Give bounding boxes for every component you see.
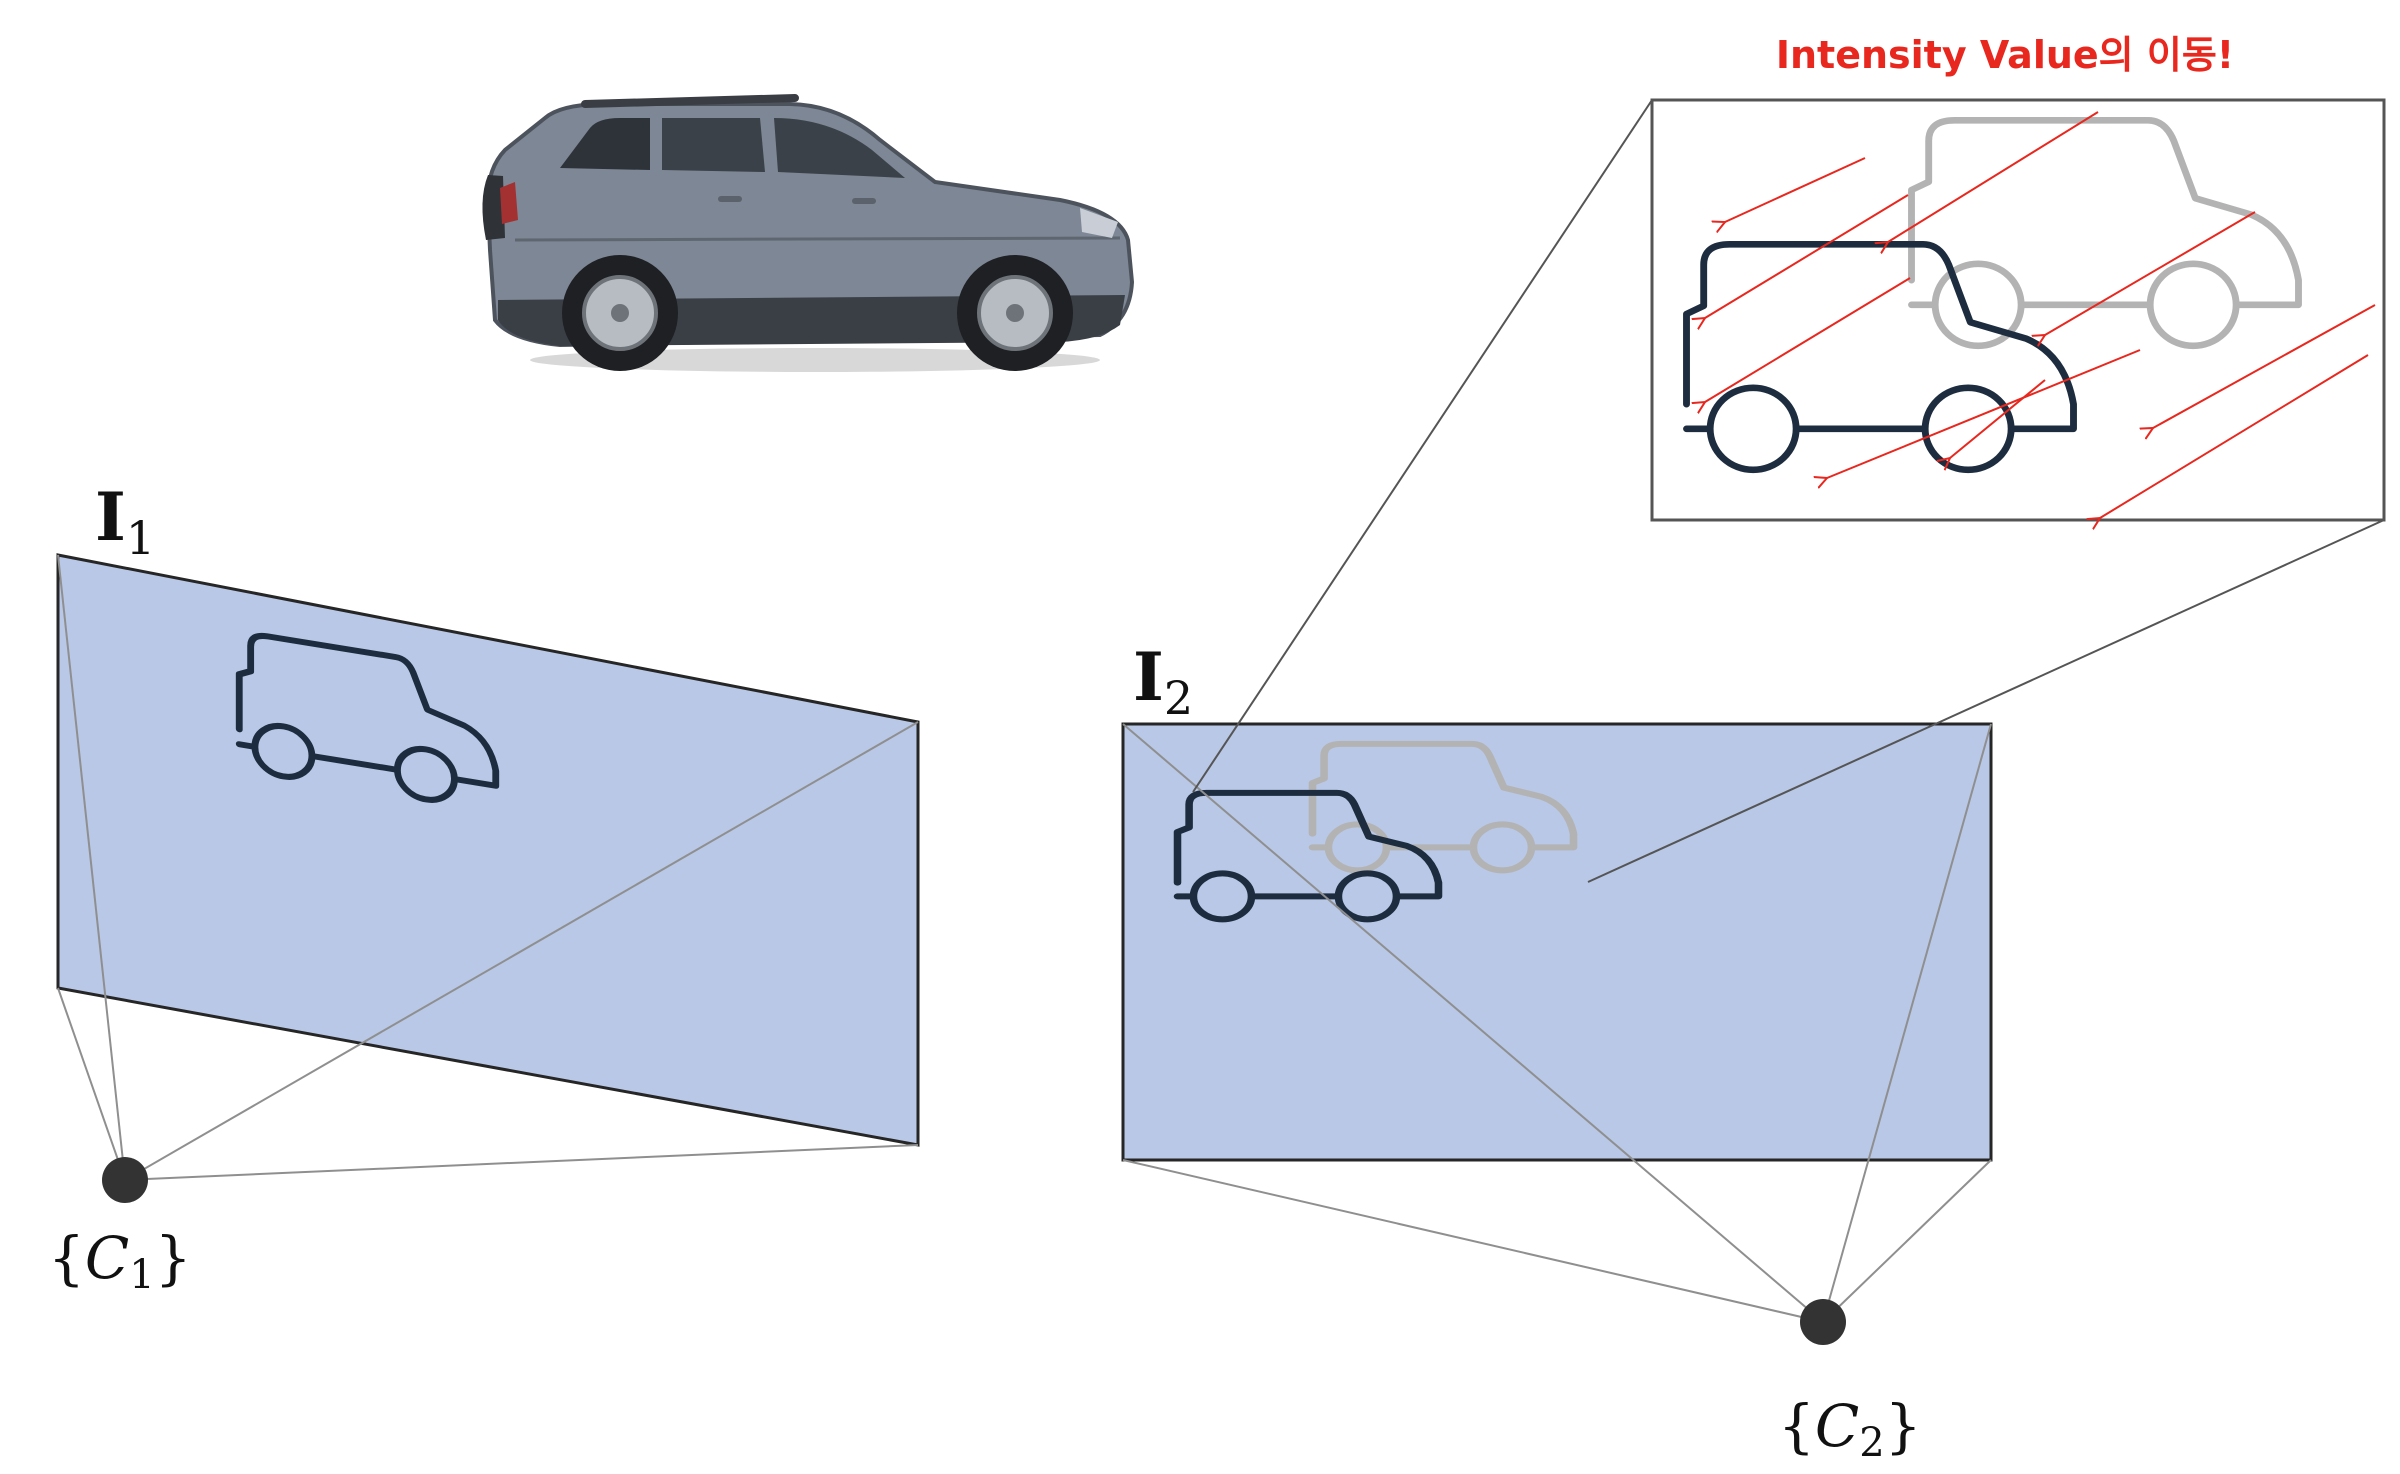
image-plane-1 <box>56 553 920 1147</box>
shift-arrow <box>1827 349 2141 478</box>
image-label-2: I2 <box>1133 638 1193 725</box>
shift-arrow <box>1705 194 1909 318</box>
image-plane-2 <box>1121 722 1993 1162</box>
image-label-1: I1 <box>95 478 155 565</box>
camera-label-1: {C1} <box>48 1224 192 1298</box>
shift-arrow <box>2153 304 2376 428</box>
zoomed-inset <box>1650 98 2386 520</box>
shift-arrow <box>1888 111 2099 242</box>
image-plane-1-surface <box>56 553 920 1147</box>
shift-arrow <box>2100 354 2369 518</box>
shift-arrow <box>1705 277 1911 402</box>
camera-center-2 <box>1800 1299 1846 1345</box>
camera-label-2: {C2} <box>1778 1392 1922 1466</box>
shift-arrow <box>1725 157 1866 222</box>
suv-photo <box>482 94 1135 372</box>
annotation-title: Intensity Value의 이동! <box>1776 33 2234 77</box>
intensity-shift-arrows <box>1705 111 2376 518</box>
shift-arrow <box>2045 211 2256 335</box>
camera-1-projection-lines <box>57 554 919 1181</box>
zoom-connector-lines <box>1192 99 2385 883</box>
camera-center-1 <box>102 1157 148 1203</box>
camera-2-projection-lines <box>1122 723 1992 1323</box>
image-plane-2-surface <box>1121 722 1993 1162</box>
shift-arrow <box>1950 379 2046 458</box>
